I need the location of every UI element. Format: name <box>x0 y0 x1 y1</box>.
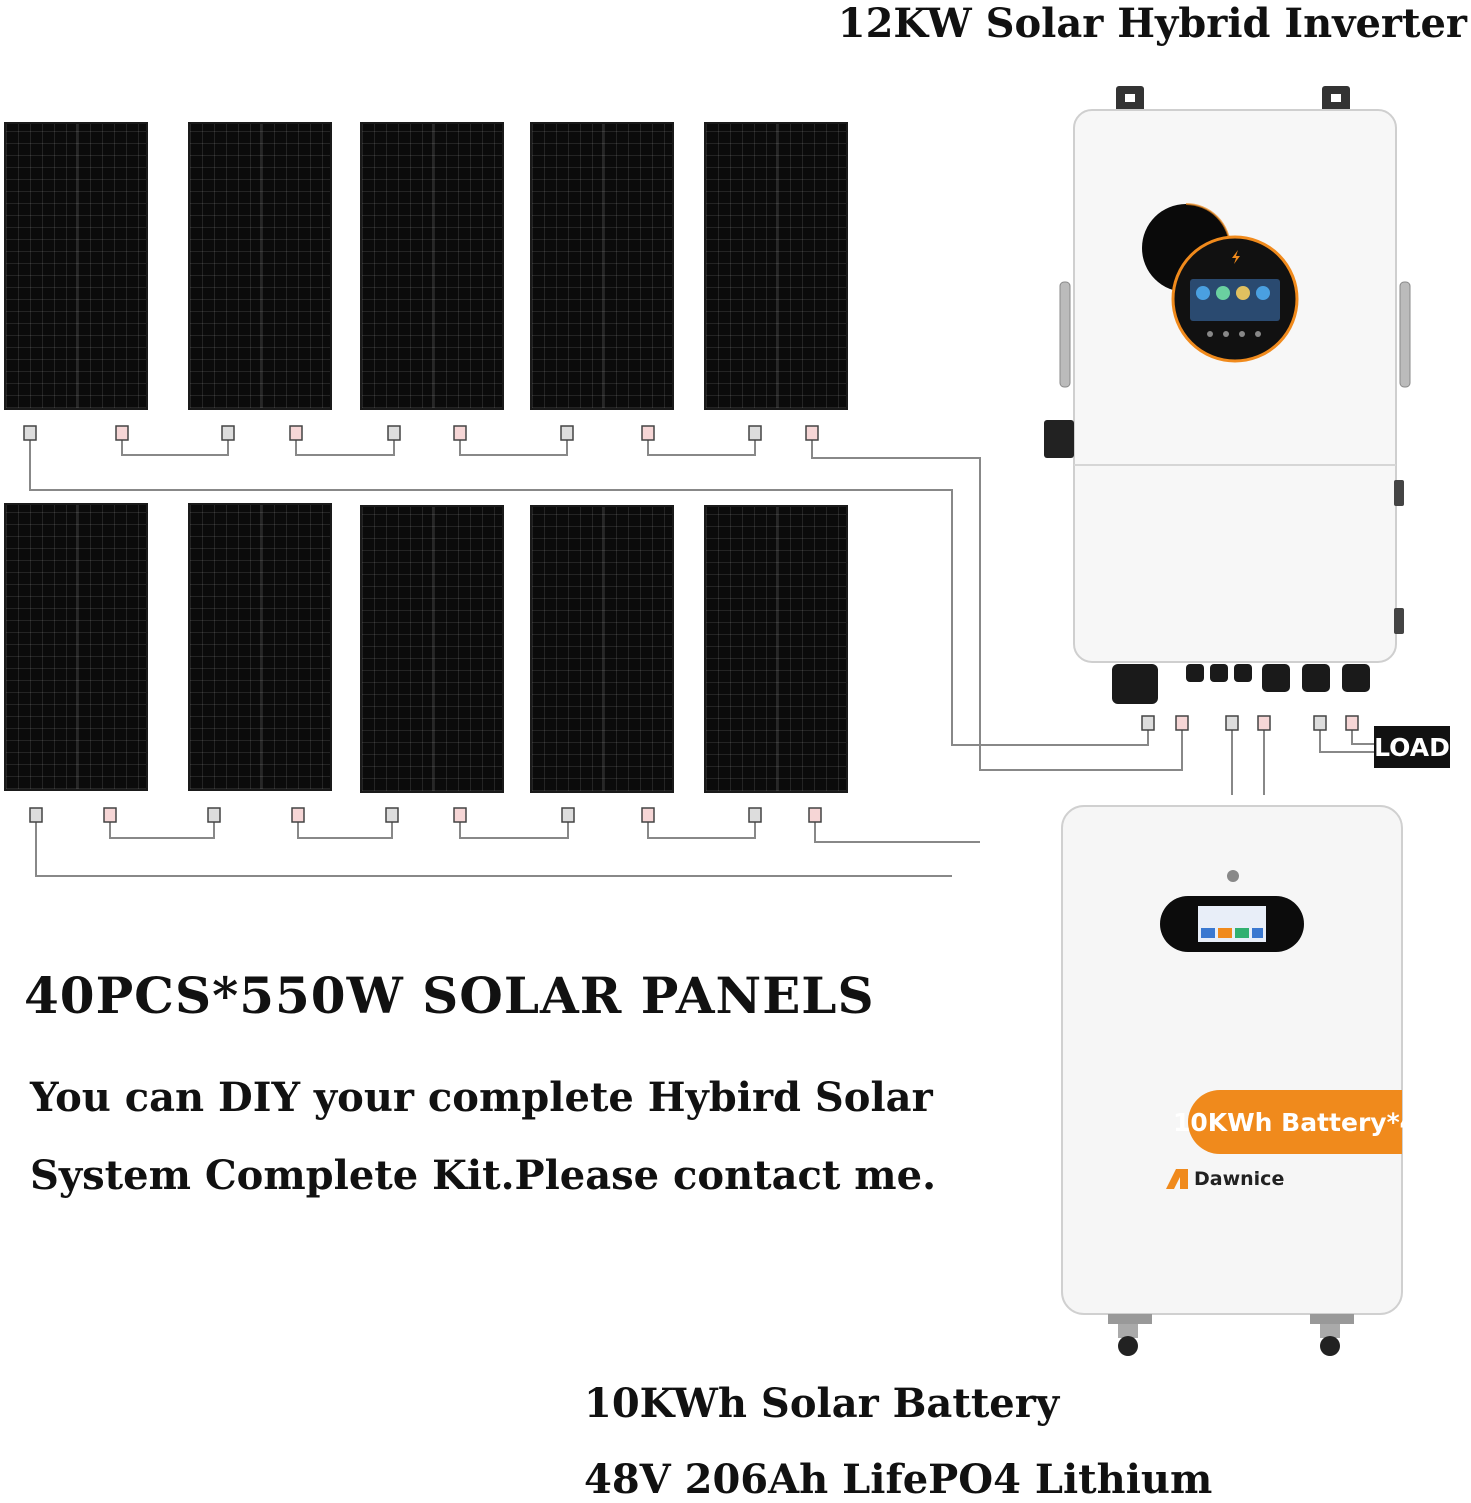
solar-panel <box>704 505 848 793</box>
battery-unit <box>1061 805 1403 1356</box>
battery-title: 10KWh Solar Battery <box>584 1380 1060 1427</box>
solar-panel <box>188 122 332 410</box>
dawnice-logo-icon <box>1166 1169 1188 1189</box>
load-label: LOAD <box>1374 726 1450 768</box>
battery-badge: 10KWh Battery*4 <box>1173 1090 1417 1154</box>
battery-spec: 48V 206Ah LifePO4 Lithium <box>584 1456 1213 1503</box>
solar-panel <box>530 122 674 410</box>
solar-panel <box>4 503 148 791</box>
brand-name: Dawnice <box>1194 1168 1285 1190</box>
brand-logo: Dawnice <box>1166 1168 1284 1190</box>
inverter-unit <box>1044 86 1411 704</box>
description-line-1: You can DIY your complete Hybird Solar <box>30 1074 933 1121</box>
solar-panel <box>530 505 674 793</box>
solar-panel <box>360 505 504 793</box>
solar-panel <box>360 122 504 410</box>
solar-panel <box>704 122 848 410</box>
inverter-title: 12KW Solar Hybrid Inverter <box>837 0 1467 47</box>
solar-panel <box>188 503 332 791</box>
solar-panel <box>4 122 148 410</box>
description-line-2: System Complete Kit.Please contact me. <box>30 1152 936 1199</box>
panels-heading: 40PCS*550W SOLAR PANELS <box>24 966 875 1025</box>
